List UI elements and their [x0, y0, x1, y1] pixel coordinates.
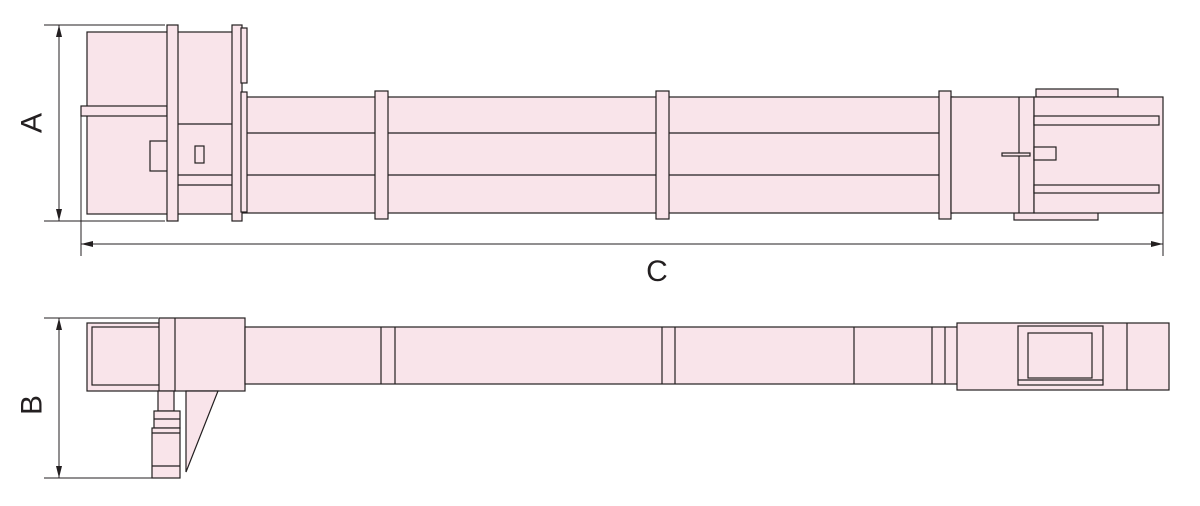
- dimension-label-c: C: [646, 255, 668, 288]
- flange-3: [374, 90, 389, 220]
- side-head-block: [158, 317, 246, 392]
- drive-bracket: [185, 390, 219, 473]
- trough-body: [242, 96, 954, 214]
- dim-b-arrow-top: [56, 318, 62, 330]
- side-shaft: [80, 105, 168, 117]
- side-trough: [244, 326, 959, 385]
- dimension-label-a: A: [16, 113, 49, 133]
- tail-pin: [1001, 152, 1031, 157]
- side-view: [86, 317, 1170, 479]
- dim-c-arrow-right: [1151, 241, 1163, 247]
- flange-2-cap-top: [240, 27, 248, 84]
- head-box: [86, 31, 236, 215]
- dim-a-arrow-top: [56, 25, 62, 37]
- inspection-window: [194, 145, 205, 164]
- flange-4: [655, 90, 670, 220]
- dimension-c: C: [80, 116, 1164, 288]
- dim-b-arrow-bottom: [56, 466, 62, 478]
- tail-rail-top: [1033, 115, 1160, 126]
- motor-body: [151, 427, 181, 479]
- dimension-a: A: [16, 24, 165, 222]
- dim-a-arrow-bottom: [56, 209, 62, 221]
- dimension-b: B: [16, 317, 158, 479]
- tail-plate-top: [1035, 88, 1119, 98]
- side-tail-window-inner: [1027, 332, 1093, 379]
- tail-tab: [1033, 146, 1057, 161]
- dimension-label-b: B: [16, 395, 49, 415]
- tail-rail-bottom: [1033, 184, 1160, 194]
- flange-2-cap-bottom: [240, 91, 248, 213]
- top-view: [80, 24, 1164, 222]
- motor-shaft: [157, 390, 175, 412]
- flange-1: [166, 24, 179, 222]
- flange-5: [938, 90, 952, 220]
- dim-c-arrow-left: [81, 241, 93, 247]
